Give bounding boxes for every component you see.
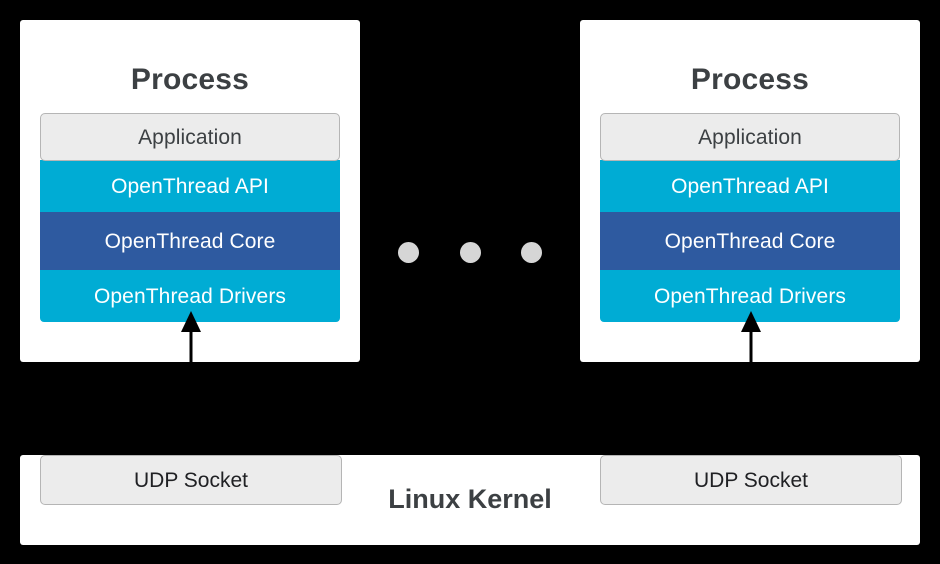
layer-openthread-core-left[interactable]: OpenThread Core (40, 212, 340, 270)
process-card-left: Process Application OpenThread API OpenT… (20, 20, 360, 362)
ellipsis-dot-icon (521, 241, 542, 263)
linux-kernel-title: Linux Kernel (388, 484, 552, 514)
udp-socket-right[interactable]: UDP Socket (600, 455, 902, 505)
process-card-right: Process Application OpenThread API OpenT… (580, 20, 920, 362)
linux-kernel-bar: Linux Kernel UDP Socket UDP Socket (20, 455, 920, 545)
arrow-up-icon-left (181, 311, 201, 370)
process-title-right: Process (690, 63, 810, 96)
layer-stack-right: Application OpenThread API OpenThread Co… (600, 113, 900, 322)
layer-openthread-api-right[interactable]: OpenThread API (600, 160, 900, 212)
udp-socket-left[interactable]: UDP Socket (40, 455, 342, 505)
ellipsis-dot-icon (398, 241, 419, 263)
process-title-left: Process (130, 63, 250, 96)
ellipsis-dots (398, 241, 542, 263)
arrow-up-icon-right (741, 311, 761, 370)
ellipsis-dot-icon (459, 241, 481, 263)
layer-application-left[interactable]: Application (40, 113, 340, 161)
layer-openthread-api-left[interactable]: OpenThread API (40, 160, 340, 212)
layer-stack-left: Application OpenThread API OpenThread Co… (40, 113, 340, 322)
layer-application-right[interactable]: Application (600, 113, 900, 161)
layer-openthread-core-right[interactable]: OpenThread Core (600, 212, 900, 270)
